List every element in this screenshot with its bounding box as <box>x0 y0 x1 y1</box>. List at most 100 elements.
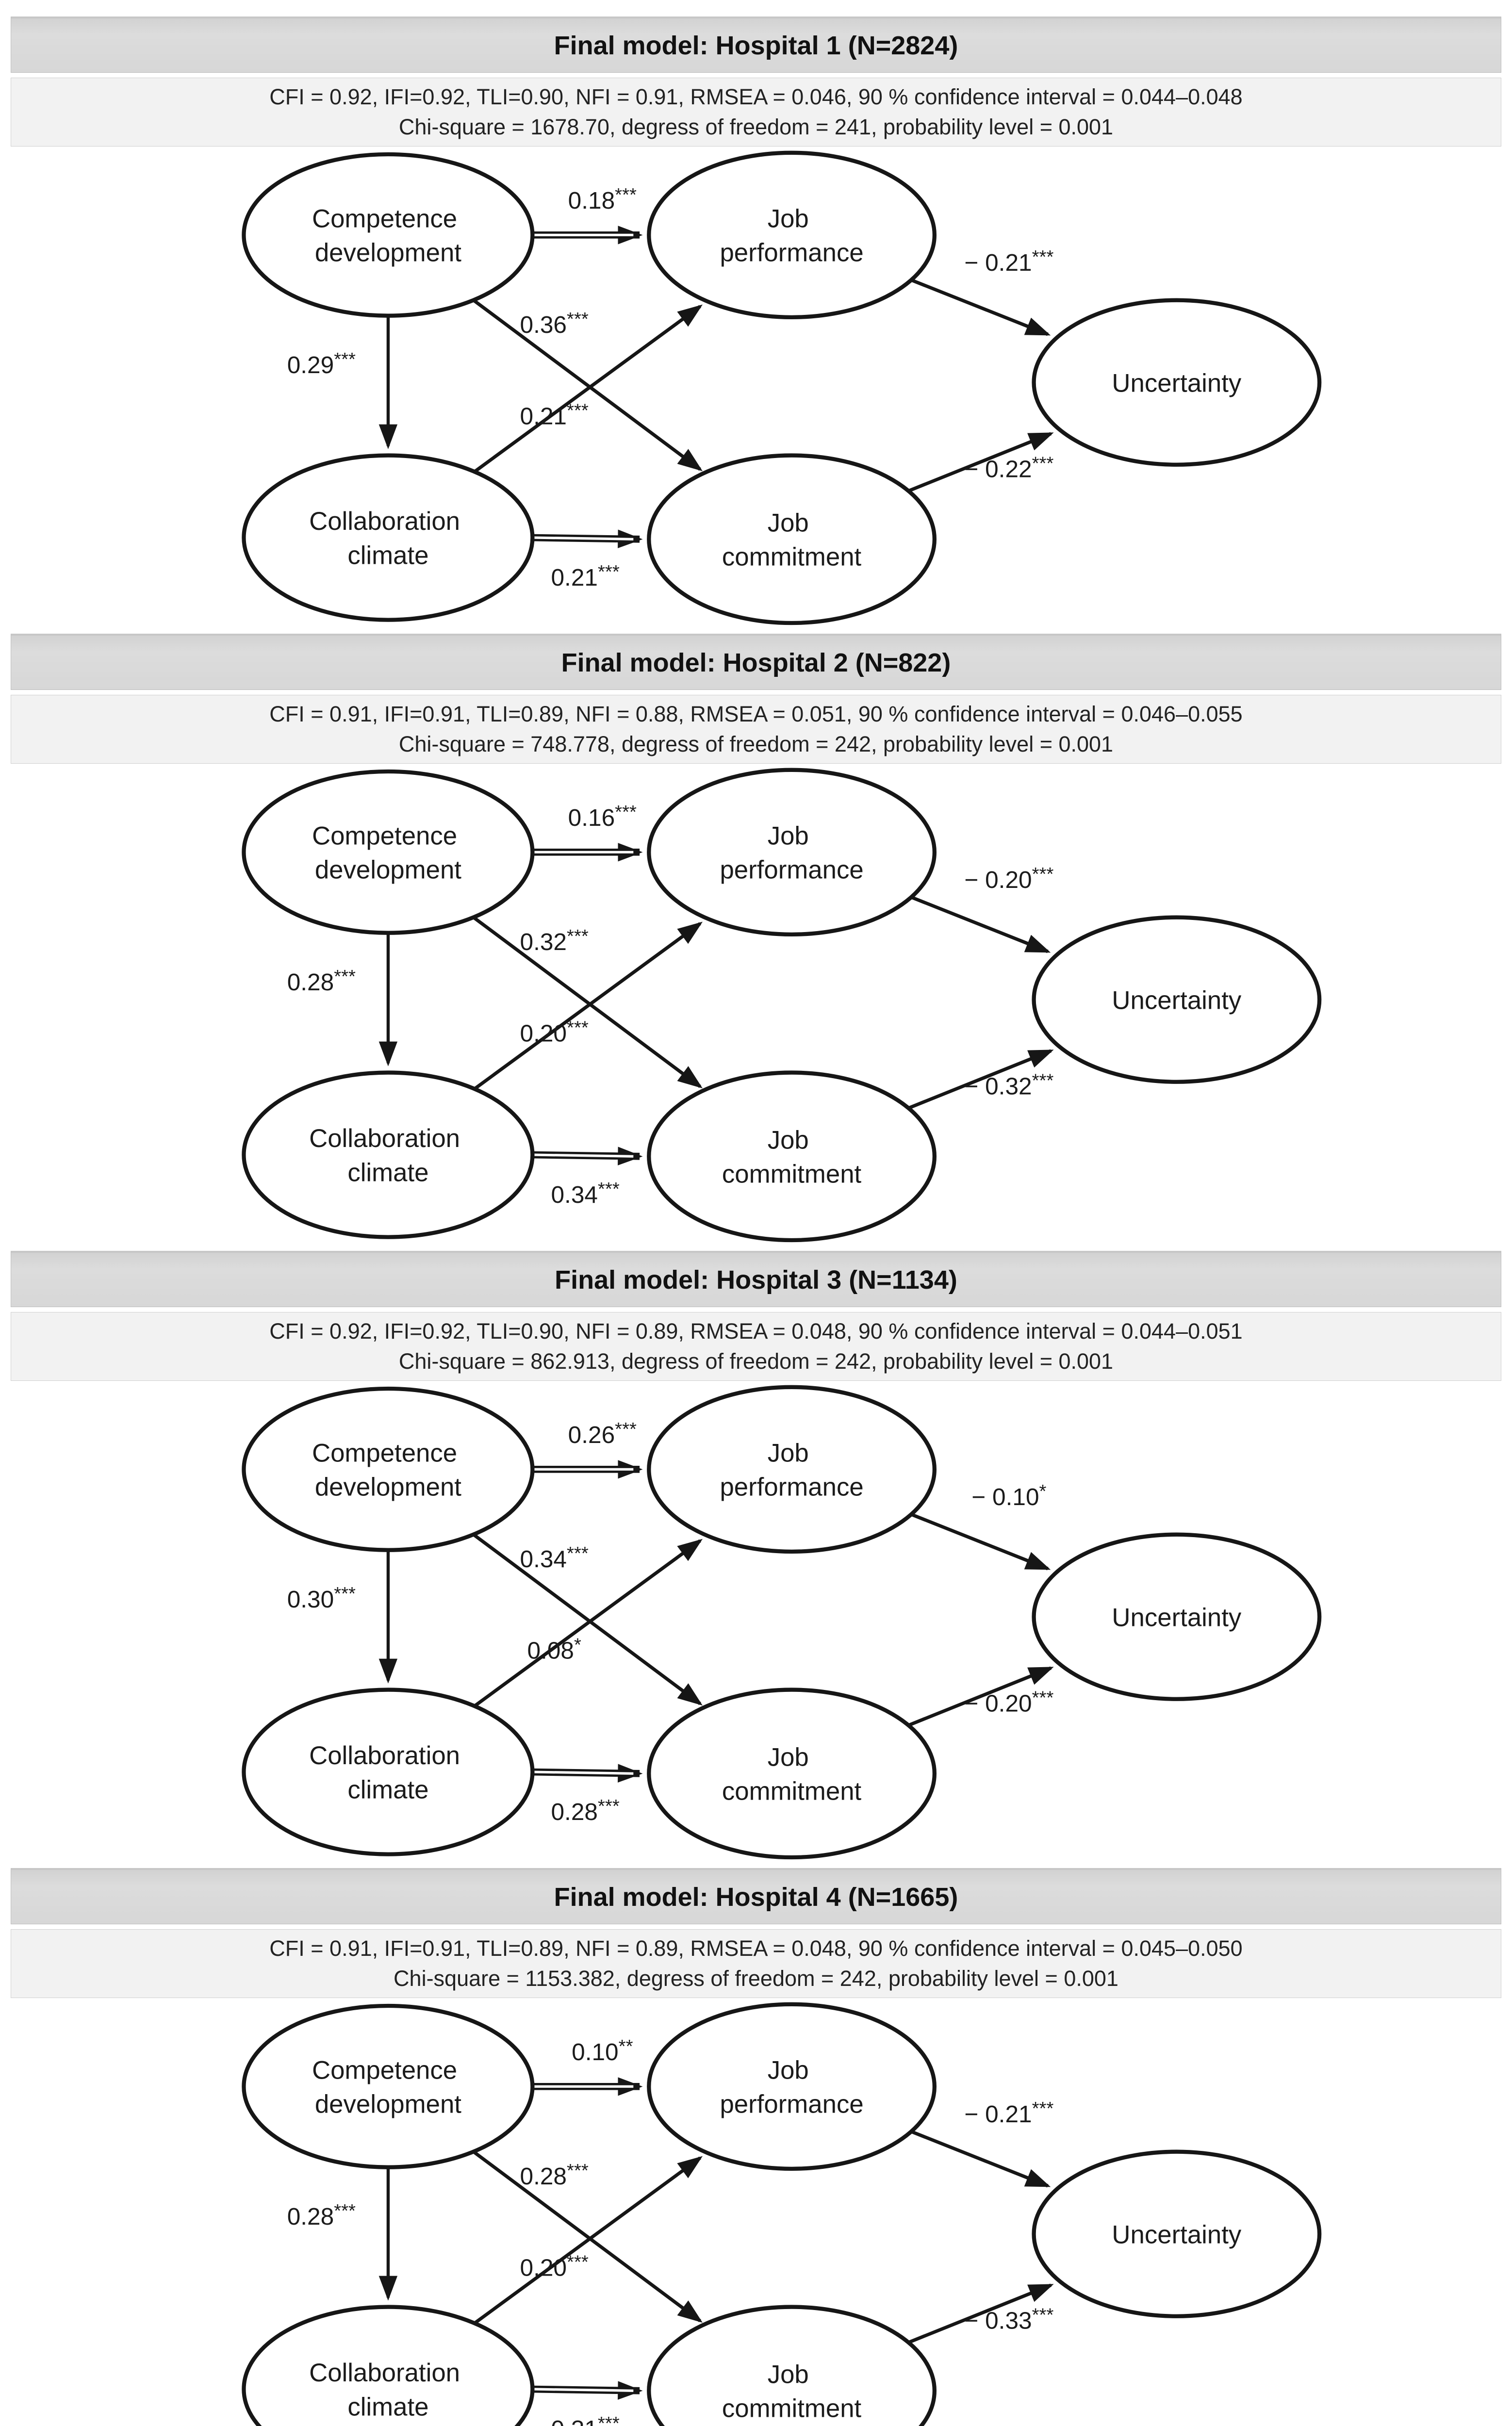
node-label-collaboration-climate: Collaboration climate <box>309 507 467 570</box>
arrow-collabclimate-jobcommit-inner <box>534 2388 634 2392</box>
node-ellipse-job-performance <box>647 1385 937 1554</box>
node-ellipse-job-commitment <box>647 2305 937 2426</box>
fit-statistics-line-1: CFI = 0.92, IFI=0.92, TLI=0.90, NFI = 0.… <box>269 1319 1243 1344</box>
node-ellipse-competence-development <box>242 769 535 935</box>
arrow-collabclimate-jobcommit-inner <box>534 1153 634 1158</box>
section-title-hospital-2: Final model: Hospital 2 (N=822) <box>11 634 1501 690</box>
fit-statistics-hospital-1: CFI = 0.92, IFI=0.92, TLI=0.90, NFI = 0.… <box>11 78 1501 147</box>
node-label-uncertainty: Uncertainty <box>1112 369 1241 397</box>
node-label-job-commitment: Job commitment <box>722 1743 862 1805</box>
arrow-compdev-jobcommit <box>472 2150 703 2323</box>
fit-statistics-hospital-4: CFI = 0.91, IFI=0.91, TLI=0.89, NFI = 0.… <box>11 1929 1501 1998</box>
fit-statistics-line-2: Chi-square = 748.778, degress of freedom… <box>398 732 1114 756</box>
arrow-collabclimate-jobcommit-inner <box>534 1770 634 1775</box>
coef-compdev-collabclimate: 0.28*** <box>287 966 356 996</box>
node-ellipse-competence-development <box>242 1386 535 1552</box>
node-ellipse-competence-development <box>242 2003 535 2169</box>
hospital-4-section: Final model: Hospital 4 (N=1665) CFI = 0… <box>11 1868 1501 2426</box>
section-title-hospital-1: Final model: Hospital 1 (N=2824) <box>11 16 1501 73</box>
node-label-job-performance: Job performance <box>720 821 863 884</box>
node-label-collaboration-climate: Collaboration climate <box>309 1741 467 1804</box>
node-ellipse-job-commitment <box>647 1688 937 1860</box>
coef-collabclimate-jobperf: 0.21*** <box>520 400 589 430</box>
node-ellipse-uncertainty <box>1032 1532 1322 1701</box>
arrow-jobcommit-uncertainty <box>907 432 1054 493</box>
path-diagram-hospital-1: Competence development Job performance U… <box>242 150 1322 625</box>
node-label-competence-development: Competence development <box>312 821 464 884</box>
coef-jobcommit-uncertainty: − 0.22*** <box>964 453 1053 482</box>
node-label-competence-development: Competence development <box>312 2056 464 2118</box>
coef-compdev-jobperf: 0.18*** <box>568 184 637 214</box>
coef-compdev-jobcommit: 0.32*** <box>520 926 589 955</box>
node-ellipse-job-performance <box>647 150 937 320</box>
coef-jobperf-uncertainty: − 0.21*** <box>964 246 1053 276</box>
coef-collabclimate-jobcommit: 0.21*** <box>551 561 619 591</box>
node-label-collaboration-climate: Collaboration climate <box>309 2359 467 2421</box>
coef-collabclimate-jobcommit: 0.34*** <box>551 1179 619 1208</box>
arrow-jobperf-uncertainty <box>910 1512 1051 1571</box>
node-label-competence-development: Competence development <box>312 204 464 267</box>
coef-compdev-jobperf: 0.10** <box>572 2036 633 2065</box>
node-ellipse-job-commitment <box>647 1070 937 1243</box>
coef-compdev-jobcommit: 0.34*** <box>520 1543 589 1573</box>
hospital-1-section: Final model: Hospital 1 (N=2824) CFI = 0… <box>11 16 1501 631</box>
node-ellipse-competence-development <box>242 152 535 318</box>
arrow-jobcommit-uncertainty <box>907 1049 1054 1110</box>
node-ellipse-uncertainty <box>1032 915 1322 1084</box>
node-ellipse-collaboration-climate <box>242 2305 535 2426</box>
fit-statistics-hospital-2: CFI = 0.91, IFI=0.91, TLI=0.89, NFI = 0.… <box>11 695 1501 764</box>
coef-compdev-collabclimate: 0.28*** <box>287 2200 356 2230</box>
coef-collabclimate-jobperf: 0.20*** <box>520 2252 589 2281</box>
fit-statistics-line-2: Chi-square = 1678.70, degress of freedom… <box>398 115 1114 139</box>
node-label-job-commitment: Job commitment <box>722 508 862 571</box>
arrow-jobperf-uncertainty <box>910 2130 1051 2188</box>
arrow-collabclimate-jobcommit-inner <box>534 536 634 541</box>
arrow-compdev-jobcommit <box>472 298 703 472</box>
coef-collabclimate-jobcommit: 0.28*** <box>551 1796 619 1825</box>
node-label-job-commitment: Job commitment <box>722 2360 862 2423</box>
coef-collabclimate-jobperf: 0.08* <box>527 1635 581 1664</box>
node-ellipse-collaboration-climate <box>242 1688 535 1856</box>
section-title-hospital-3: Final model: Hospital 3 (N=1134) <box>11 1251 1501 1307</box>
node-ellipse-collaboration-climate <box>242 453 535 622</box>
coef-collabclimate-jobcommit: 0.31*** <box>551 2413 619 2426</box>
fit-statistics-hospital-3: CFI = 0.92, IFI=0.92, TLI=0.90, NFI = 0.… <box>11 1312 1501 1381</box>
node-label-job-commitment: Job commitment <box>722 1126 862 1188</box>
node-label-job-performance: Job performance <box>720 204 863 267</box>
arrow-jobcommit-uncertainty <box>907 1666 1054 1727</box>
node-ellipse-job-performance <box>647 768 937 937</box>
fit-statistics-line-1: CFI = 0.91, IFI=0.91, TLI=0.89, NFI = 0.… <box>269 1936 1243 1961</box>
arrow-jobperf-uncertainty <box>910 895 1051 953</box>
path-diagram-hospital-3: Competence development Job performance U… <box>242 1385 1322 1860</box>
path-diagram-hospital-4: Competence development Job performance U… <box>242 2002 1322 2426</box>
fit-statistics-line-1: CFI = 0.91, IFI=0.91, TLI=0.89, NFI = 0.… <box>269 702 1243 726</box>
section-title-hospital-4: Final model: Hospital 4 (N=1665) <box>11 1868 1501 1924</box>
node-label-job-performance: Job performance <box>720 1439 863 1501</box>
node-label-uncertainty: Uncertainty <box>1112 986 1241 1015</box>
fit-statistics-line-2: Chi-square = 1153.382, degress of freedo… <box>394 1966 1118 1991</box>
node-ellipse-job-commitment <box>647 453 937 625</box>
arrow-collabclimate-jobperf <box>472 2156 703 2326</box>
path-diagram-hospital-2: Competence development Job performance U… <box>242 768 1322 1243</box>
node-ellipse-uncertainty <box>1032 2149 1322 2318</box>
coef-jobcommit-uncertainty: − 0.32*** <box>964 1070 1053 1099</box>
node-ellipse-job-performance <box>647 2002 937 2171</box>
node-label-uncertainty: Uncertainty <box>1112 2220 1241 2249</box>
coef-jobcommit-uncertainty: − 0.33*** <box>964 2304 1053 2334</box>
coef-jobperf-uncertainty: − 0.10* <box>971 1481 1046 1510</box>
coef-compdev-jobperf: 0.26*** <box>568 1419 637 1448</box>
coef-jobperf-uncertainty: − 0.21*** <box>964 2098 1053 2128</box>
node-label-competence-development: Competence development <box>312 1439 464 1501</box>
coef-compdev-collabclimate: 0.29*** <box>287 349 356 378</box>
node-ellipse-uncertainty <box>1032 298 1322 467</box>
fit-statistics-line-1: CFI = 0.92, IFI=0.92, TLI=0.90, NFI = 0.… <box>269 84 1243 109</box>
coef-jobperf-uncertainty: − 0.20*** <box>964 864 1053 893</box>
coef-jobcommit-uncertainty: − 0.20*** <box>964 1687 1053 1717</box>
arrow-collabclimate-jobperf <box>472 304 703 474</box>
hospital-3-section: Final model: Hospital 3 (N=1134) CFI = 0… <box>11 1251 1501 1865</box>
coef-compdev-jobcommit: 0.28*** <box>520 2160 589 2190</box>
arrow-jobperf-uncertainty <box>910 278 1051 336</box>
arrow-compdev-jobcommit <box>472 916 703 1089</box>
node-label-job-performance: Job performance <box>720 2056 863 2118</box>
